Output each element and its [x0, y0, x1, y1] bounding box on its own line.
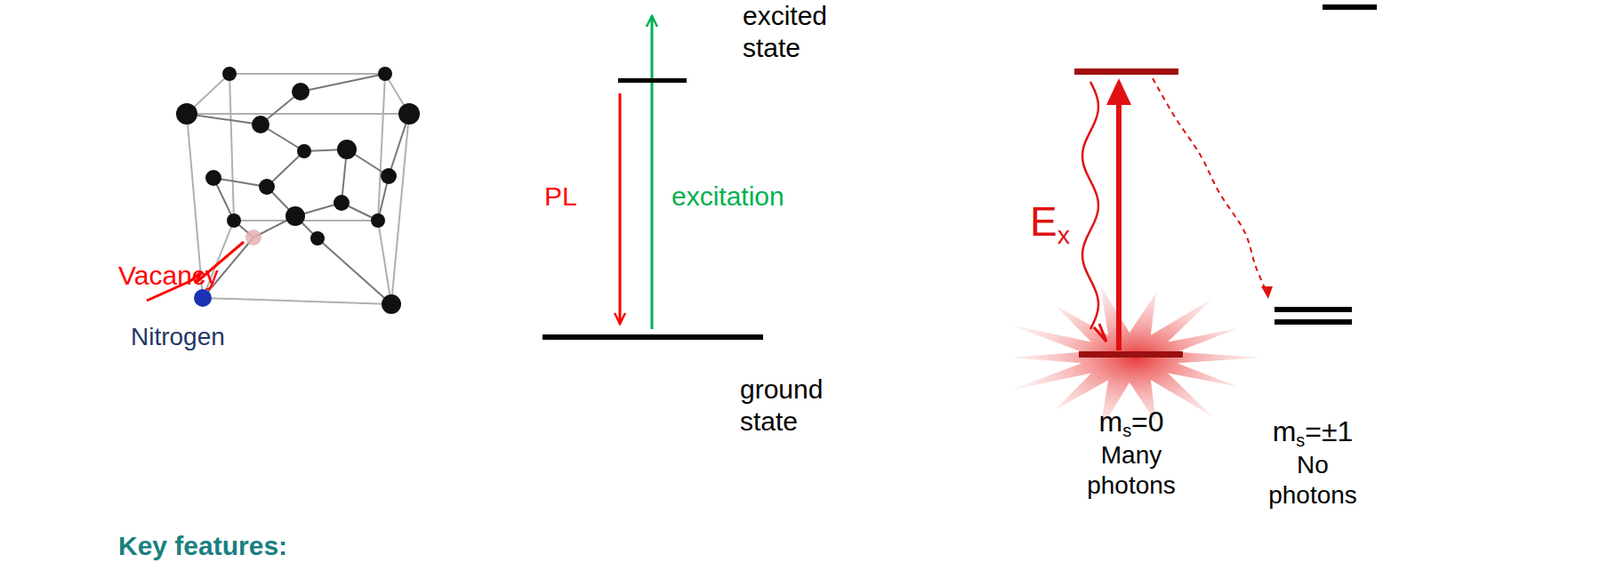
subscript: x	[1057, 220, 1070, 250]
carbon-atom	[380, 168, 397, 185]
carbon-atom	[205, 169, 222, 186]
nitrogen-atom	[193, 289, 212, 307]
cell-edge	[233, 219, 378, 222]
carbon-atom	[297, 144, 312, 159]
carbon-atom	[377, 66, 393, 81]
carbon-atom	[285, 206, 306, 226]
vacancy-site	[245, 229, 262, 246]
text-part: m	[1272, 415, 1297, 448]
level-label: ground state	[739, 373, 874, 438]
arrow-head	[1093, 323, 1107, 342]
level-note: No photons	[1254, 450, 1371, 510]
spin-level: ms=±1No photons	[1274, 306, 1352, 325]
carbon-atom	[381, 294, 402, 314]
subscript: s	[1295, 430, 1305, 451]
excitation-arrow	[1116, 99, 1122, 351]
carbon-atom	[291, 82, 310, 101]
subscript: s	[1122, 420, 1132, 441]
transition-label: Ex	[1029, 197, 1070, 247]
arrow-head	[1261, 286, 1273, 299]
emission-arrow	[1082, 81, 1099, 330]
carbon-atom	[310, 231, 325, 246]
transition-arrow	[619, 93, 622, 324]
bond	[186, 113, 261, 125]
cell-edge	[202, 297, 392, 305]
level-note: Many photons	[1073, 440, 1190, 500]
carbon-atom	[333, 194, 350, 211]
upper-level	[1322, 4, 1377, 10]
transition-label: PL	[544, 180, 578, 213]
carbon-atom	[226, 213, 242, 228]
text-part: m	[1098, 405, 1123, 438]
transition-label: excitation	[671, 180, 785, 213]
energy-level: ground state	[542, 334, 764, 340]
carbon-atom	[258, 178, 275, 195]
cell-edge	[229, 73, 234, 221]
energy-level: excited state	[618, 78, 687, 83]
bond	[300, 73, 386, 92]
carbon-atom	[337, 139, 357, 160]
carbon-atom	[398, 103, 420, 125]
part-label: Nitrogen	[130, 321, 226, 353]
cell-edge	[186, 112, 410, 115]
section-heading: Key features:	[118, 530, 288, 563]
transition-arrow	[651, 16, 654, 330]
level-label: excited state	[742, 0, 877, 65]
cell-edge	[229, 72, 386, 75]
part-label: Vacancy	[118, 259, 219, 292]
cell-edge	[377, 220, 392, 305]
bond	[317, 238, 392, 305]
level-label: ms=0	[1051, 404, 1212, 439]
carbon-atom	[176, 103, 198, 125]
carbon-atom	[222, 66, 237, 81]
level-label: ms=±1	[1232, 414, 1393, 449]
text-part: =0	[1131, 405, 1164, 438]
carbon-atom	[251, 115, 270, 134]
excited-level	[1074, 68, 1179, 75]
spin-level: ms=0Many photons	[1078, 351, 1183, 358]
text-part: =±1	[1304, 415, 1353, 448]
decay-arrow	[1152, 78, 1267, 292]
bond	[213, 177, 267, 187]
text-part: E	[1029, 198, 1058, 245]
carbon-atom	[370, 213, 386, 228]
arrow-head	[1106, 78, 1132, 105]
